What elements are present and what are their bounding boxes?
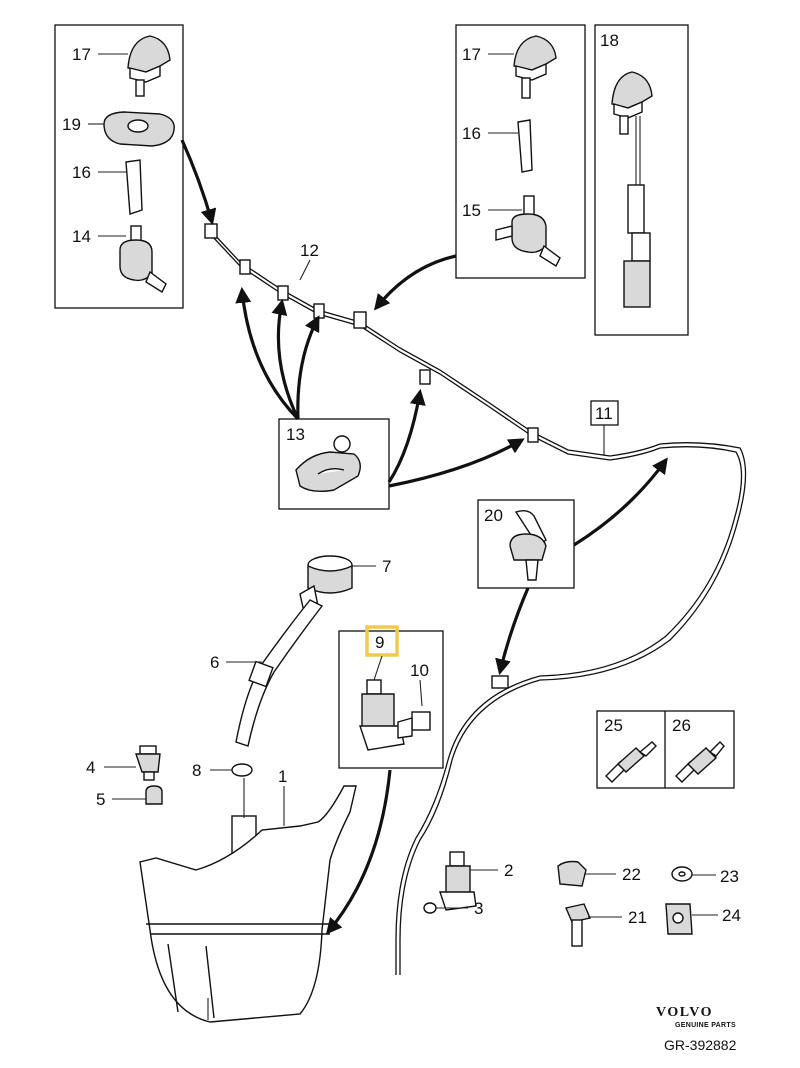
callout-6: 6	[210, 653, 219, 672]
filler-pipe-part-6	[235, 599, 324, 747]
plug-part-3	[423, 902, 437, 914]
callout-19: 19	[62, 115, 81, 134]
callout-20: 20	[484, 506, 503, 525]
nut-part-24	[665, 903, 693, 935]
callout-14: 14	[72, 227, 91, 246]
diagram-reference-number: GR-392882	[664, 1037, 737, 1053]
callout-2: 2	[504, 861, 513, 880]
filler-cap-part-7	[299, 555, 353, 613]
grommet-part-10	[397, 711, 431, 739]
clip-on-hose-6	[419, 369, 431, 385]
callout-15: 15	[462, 201, 481, 220]
clip-on-hose-4	[313, 303, 325, 319]
callout-10: 10	[410, 661, 429, 680]
highlight-marker	[365, 625, 399, 657]
callout-4: 4	[86, 758, 95, 777]
callout-17b: 17	[462, 45, 481, 64]
clip-box-20: 20	[477, 499, 575, 589]
sensor-part-4	[135, 745, 161, 781]
assembly-arrows	[180, 139, 668, 935]
svg-text:VOLVO: VOLVO	[656, 1005, 713, 1020]
connector-part-14	[119, 225, 167, 294]
callout-3: 3	[474, 899, 483, 918]
callout-26: 26	[672, 716, 691, 735]
clip-part-22	[557, 860, 587, 887]
pump-kit-box-9: 9 10	[338, 625, 444, 769]
washer-part-23	[671, 866, 693, 882]
hose-part-16-right	[517, 119, 533, 173]
hose-clip-box-13: 13	[278, 418, 390, 510]
clip-on-hose-1	[204, 223, 218, 239]
nozzle-part-17-right	[513, 35, 557, 99]
nozzle-kit-box-left: 17 19 16 14	[54, 24, 184, 309]
o-ring-part-8	[231, 763, 253, 777]
clip-on-long-hose	[491, 675, 509, 689]
callout-21: 21	[628, 908, 647, 927]
clip-on-hose-5	[353, 311, 367, 329]
callout-16b: 16	[462, 124, 481, 143]
heated-nozzle-box: 18	[594, 24, 689, 336]
hose-clip-part-13	[295, 435, 361, 493]
callout-23: 23	[720, 867, 739, 886]
clip-on-hose-2	[239, 259, 251, 275]
washer-reservoir-part-1	[139, 785, 357, 1023]
callout-17: 17	[72, 45, 91, 64]
callout-8: 8	[192, 761, 201, 780]
heated-nozzle-part-18	[611, 71, 653, 308]
callout-5: 5	[96, 790, 105, 809]
bolt-part-21	[565, 903, 591, 947]
callout-22: 22	[622, 865, 641, 884]
svg-text:GENUINE PARTS: GENUINE PARTS	[675, 1022, 736, 1029]
clip-part-20	[509, 509, 547, 581]
hose-part-16-left	[125, 159, 143, 215]
grommet-part-5	[145, 785, 163, 805]
connector-part-25	[605, 741, 657, 783]
clip-on-hose-7	[527, 427, 539, 443]
nozzle-part-17-left	[127, 35, 171, 97]
pump-part-2	[439, 851, 477, 911]
nozzle-kit-box-middle: 17 16 15	[455, 24, 586, 279]
callout-18: 18	[600, 31, 619, 50]
volvo-genuine-parts-logo: VOLVO GENUINE PARTS	[656, 1005, 736, 1029]
callout-16: 16	[72, 163, 91, 182]
callout-12: 12	[300, 241, 319, 260]
callout-24: 24	[722, 906, 741, 925]
callout-1: 1	[278, 767, 287, 786]
connector-part-26	[675, 741, 725, 783]
pump-part-9	[359, 679, 405, 751]
seal-part-19	[103, 111, 175, 147]
long-hose-11: 11	[395, 400, 747, 975]
t-connector-part-15	[495, 195, 561, 268]
clip-on-hose-3	[277, 285, 289, 301]
callout-13: 13	[286, 425, 305, 444]
callout-7: 7	[382, 557, 391, 576]
callout-9: 9	[375, 633, 384, 652]
connector-box-25-26: 25 26	[596, 710, 735, 789]
callout-11: 11	[595, 404, 613, 423]
callout-25: 25	[604, 716, 623, 735]
